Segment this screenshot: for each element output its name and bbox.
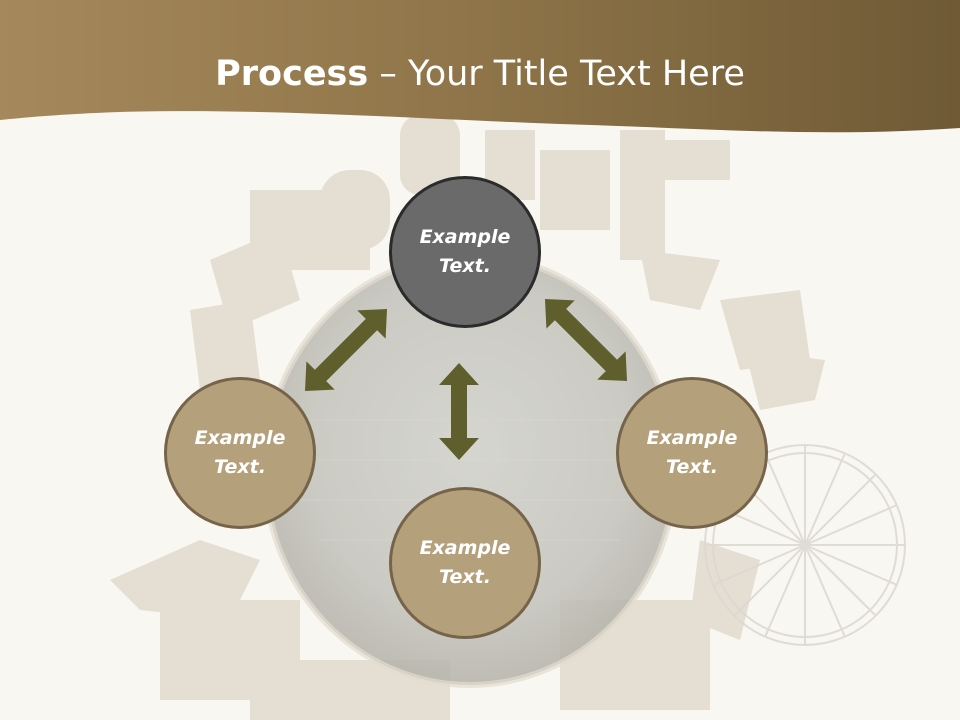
node-top-label: Example Text. [419, 226, 511, 277]
process-node-right: Example Text. [616, 377, 768, 529]
left-diagonal-double-arrow-icon [304, 308, 388, 392]
node-left-label: Example Text. [194, 427, 286, 478]
title-rest: – Your Title Text Here [368, 54, 745, 94]
process-node-bottom: Example Text. [389, 487, 541, 639]
process-node-left: Example Text. [164, 377, 316, 529]
node-bottom-label: Example Text. [419, 537, 511, 588]
slide-title: Process – Your Title Text Here [0, 52, 960, 96]
header-band [0, 0, 960, 133]
process-node-top: Example Text. [389, 176, 541, 328]
right-diagonal-double-arrow-icon [544, 298, 628, 382]
vertical-double-arrow-icon [439, 363, 479, 460]
title-bold: Process [215, 54, 369, 94]
node-right-label: Example Text. [646, 427, 738, 478]
